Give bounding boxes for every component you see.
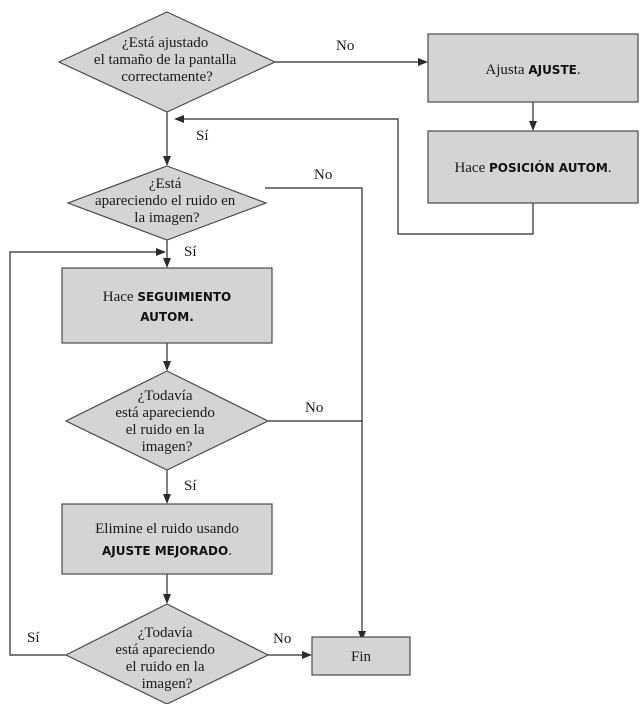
decision-diamond [64,603,270,704]
arrowhead [163,361,171,371]
process-text: Hace POSICIÓN AUTOM. [454,160,611,176]
decision-diamond [57,11,277,113]
arrowhead [163,156,171,166]
process-ajuste: Ajusta AJUSTE. [427,33,639,103]
connector-p2-return [182,118,534,235]
arrowhead [156,248,166,256]
arrowhead [163,594,171,604]
decision-screen-size: ¿Está ajustado el tamaño de la pantalla … [57,11,277,113]
connectors [9,58,537,659]
connector-d4-loop [9,251,158,656]
edge-labels: No Sí No Sí No Sí No Sí [27,38,354,647]
decision-text: ¿Todavía está apareciendo el ruido en la… [115,388,218,455]
decision-text: ¿Está ajustado el tamaño de la pantalla … [94,35,240,85]
process-box [427,130,639,204]
arrowhead [418,58,428,66]
decision-noise: ¿Está apareciendo el ruido en la imagen? [66,165,268,241]
decision-noise-still: ¿Todavía está apareciendo el ruido en la… [64,370,270,471]
decision-diamond [66,165,268,241]
process-text: Ajusta AJUSTE. [485,62,580,78]
arrowhead [163,258,171,268]
label-no-d1: No [336,38,354,54]
process-seguimiento-autom: Hace SEGUIMIENTO AUTOM. [61,267,273,344]
arrowhead [163,494,171,504]
arrowhead [302,651,312,659]
process-text-line2: AJUSTE MEJORADO. [102,543,232,559]
decision-diamond [64,370,270,471]
process-text-line1: Elimine el ruido usando [95,521,239,537]
end-box [311,636,411,676]
label-no-d2: No [314,167,332,183]
process-text-line1: Hace SEGUIMIENTO [103,289,232,305]
label-yes-d3: Sí [184,478,197,494]
end-label: Fin [351,649,372,665]
process-posicion-autom: Hace POSICIÓN AUTOM. [427,130,639,204]
label-yes-d4: Sí [27,630,40,646]
process-box [427,33,639,103]
label-yes-d1: Sí [196,128,209,144]
decision-text: ¿Está apareciendo el ruido en la imagen? [95,176,239,226]
arrowhead [529,121,537,131]
label-yes-d2: Sí [184,244,197,260]
process-ajuste-mejorado: Elimine el ruido usando AJUSTE MEJORADO. [61,503,273,575]
connector-d2-fin [265,187,363,633]
arrowhead [174,115,184,123]
end-terminal: Fin [311,636,411,676]
label-no-d3: No [305,400,323,416]
process-text-line2: AUTOM. [140,310,194,324]
decision-text: ¿Todavía está apareciendo el ruido en la… [115,625,218,692]
process-box [61,267,273,344]
decision-noise-final: ¿Todavía está apareciendo el ruido en la… [64,603,270,704]
arrowhead [358,631,366,641]
label-no-d4: No [273,631,291,647]
process-box [61,503,273,575]
